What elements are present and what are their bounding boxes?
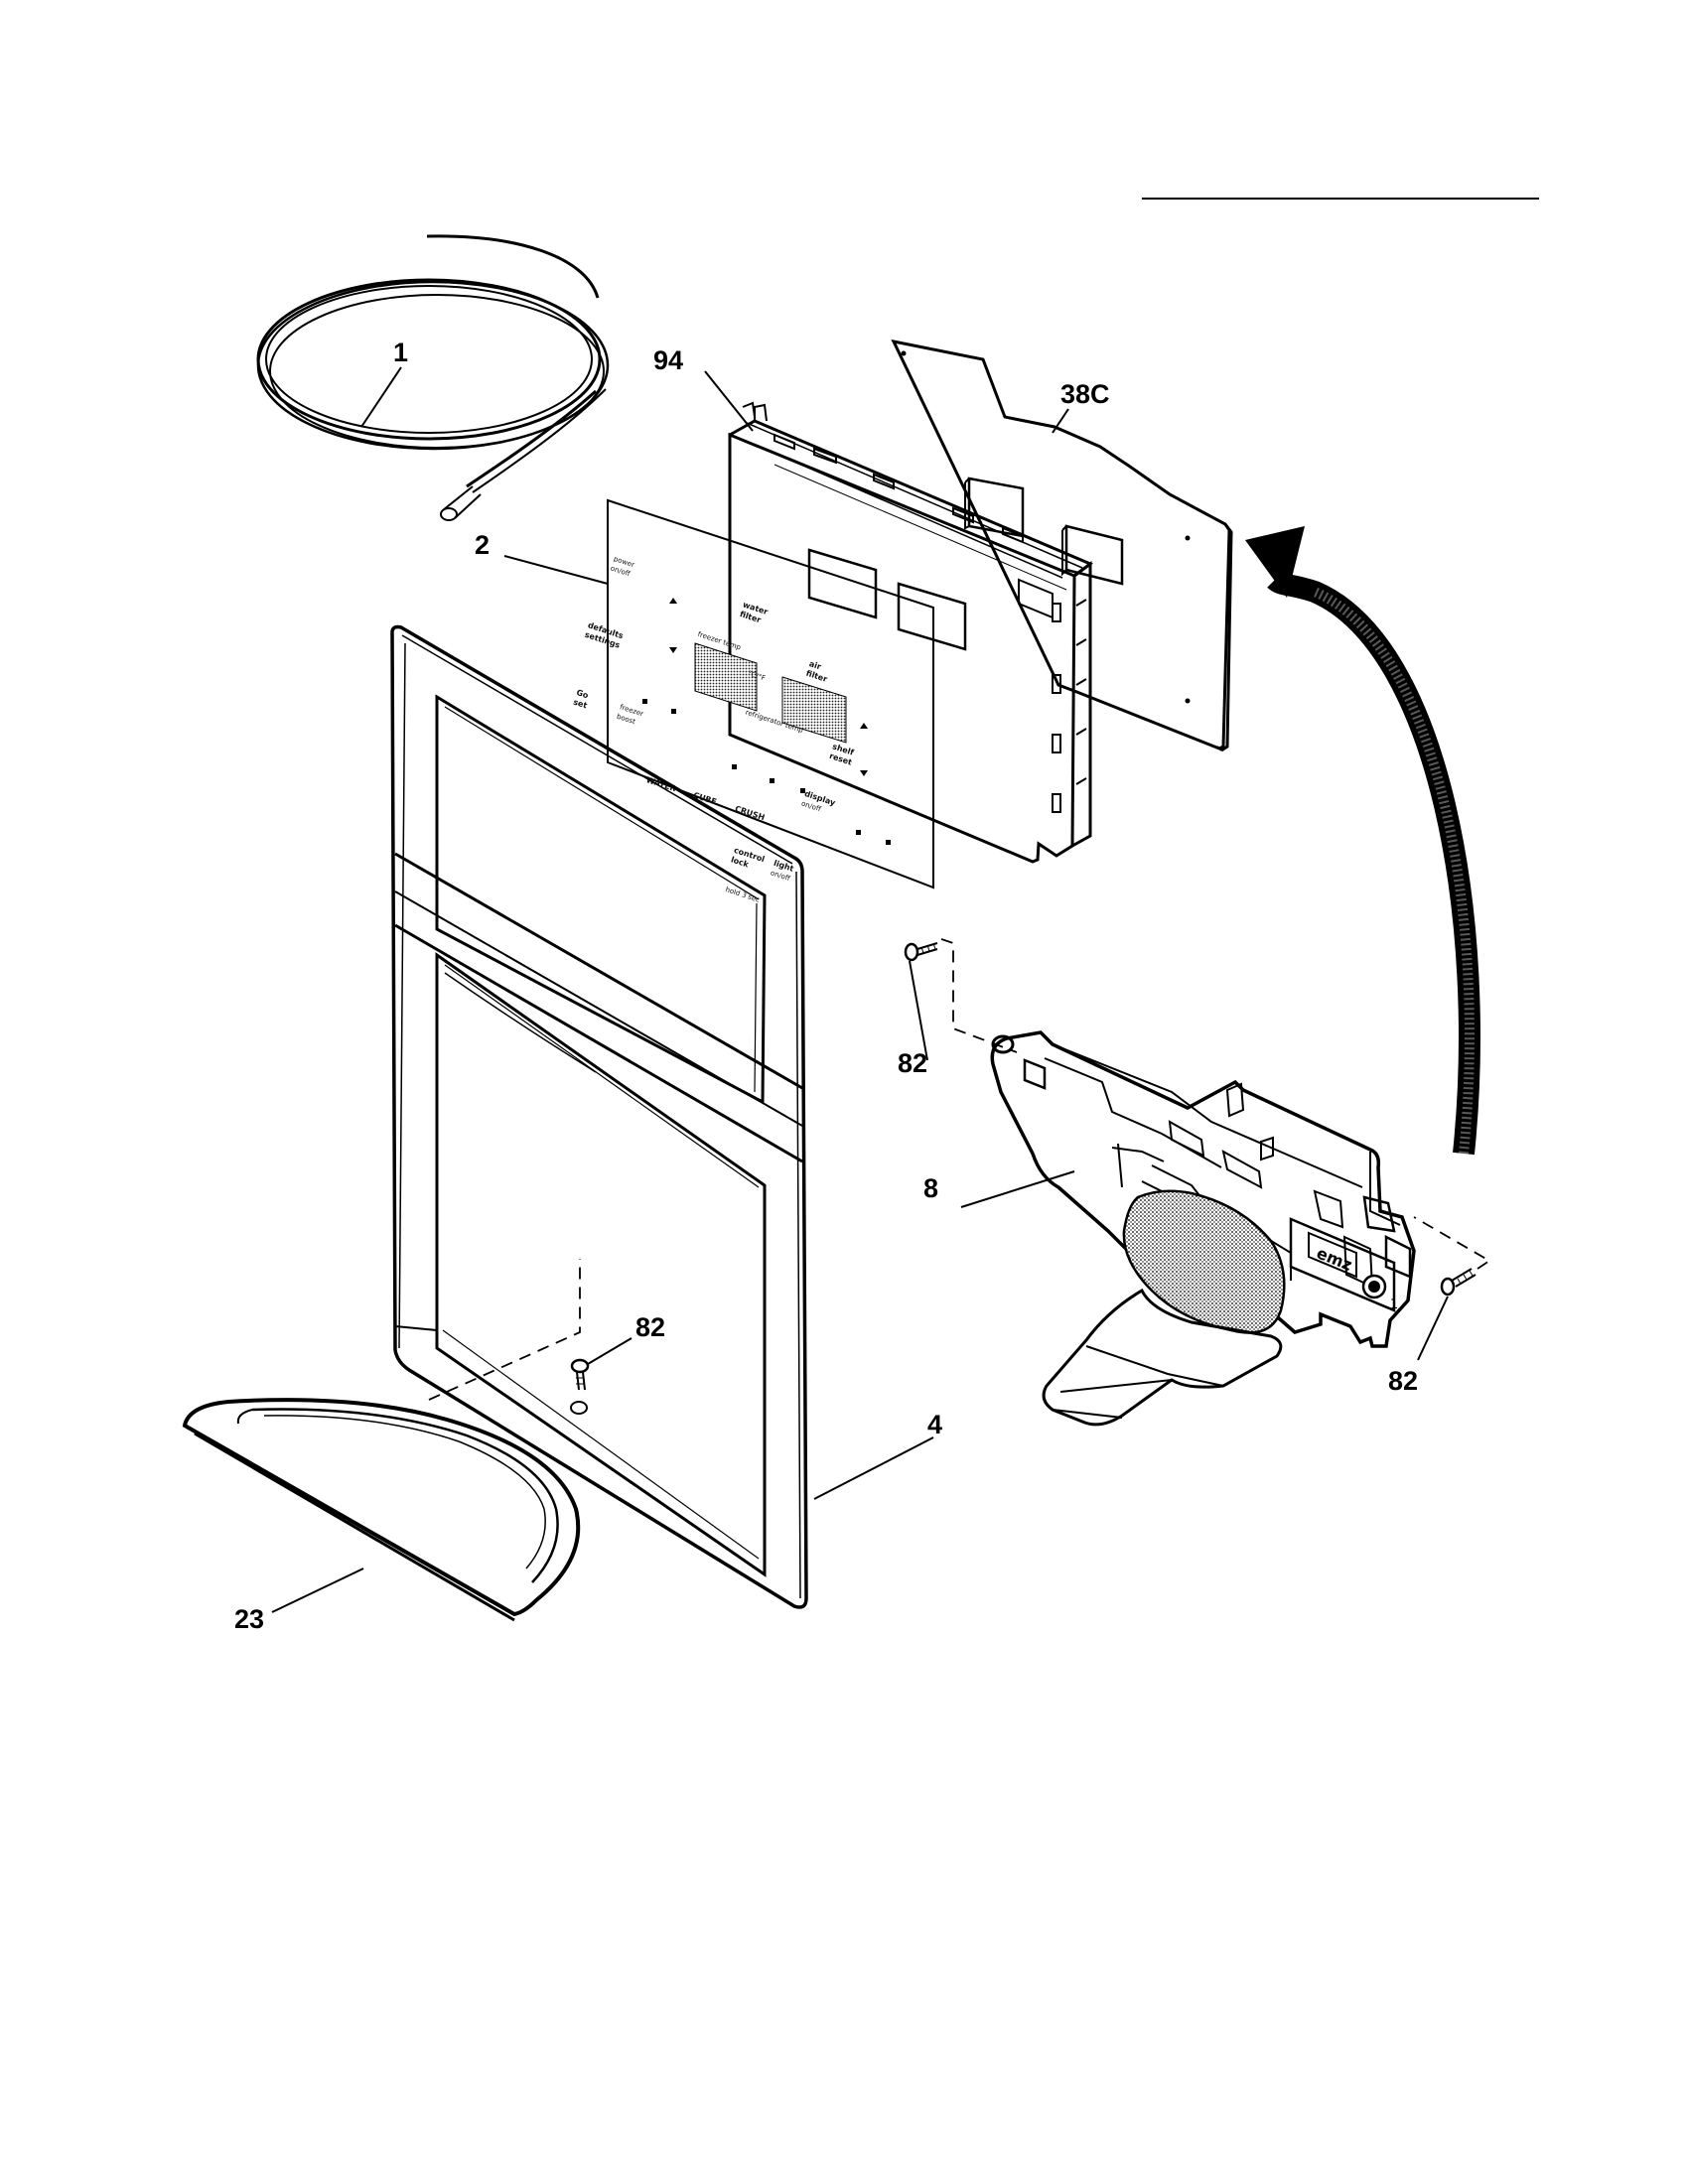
svg-text:1: 1: [1390, 1297, 1398, 1312]
callout-screw-upper: 82: [898, 1048, 927, 1078]
screw-upper: [904, 942, 938, 962]
assembly-dashes: [428, 938, 1491, 1401]
control-module: [728, 401, 1093, 864]
callout-overlay: 2: [475, 530, 490, 560]
overlay-air-filter-b: filter: [805, 669, 829, 684]
drip-tray: [182, 1398, 581, 1622]
leader-lines: [271, 366, 1449, 1613]
callout-board: 38C: [1060, 379, 1110, 409]
callout-actuator: 8: [923, 1173, 938, 1203]
callout-control-module: 94: [653, 345, 683, 375]
overlay-air-filter-a: air: [808, 659, 822, 671]
keypad-overlay: power on/off defaults settings water fil…: [572, 498, 934, 904]
screw-right: [1440, 1268, 1477, 1297]
overlay-go-sub: set: [572, 698, 588, 711]
emz-badge-text: emz: [1314, 1243, 1354, 1274]
callout-screw-lower: 82: [635, 1312, 665, 1342]
callout-screw-right: 82: [1388, 1366, 1418, 1396]
tubing-coil: [256, 234, 610, 521]
callout-drip-tray: 23: [234, 1604, 264, 1634]
callout-housing: 4: [927, 1410, 942, 1439]
screw-lower: [570, 1358, 590, 1391]
actuator-assembly: emz 1: [990, 1030, 1416, 1427]
overlay-go: Go: [575, 688, 590, 700]
callouts: 1 94 38C 2 82 8 82 82 4 23: [234, 338, 1418, 1634]
dispenser-housing: [390, 624, 808, 1609]
overlay-crush: CRUSH: [734, 804, 766, 822]
callout-tubing: 1: [393, 338, 408, 367]
assembly-arrow: [1245, 526, 1480, 1156]
